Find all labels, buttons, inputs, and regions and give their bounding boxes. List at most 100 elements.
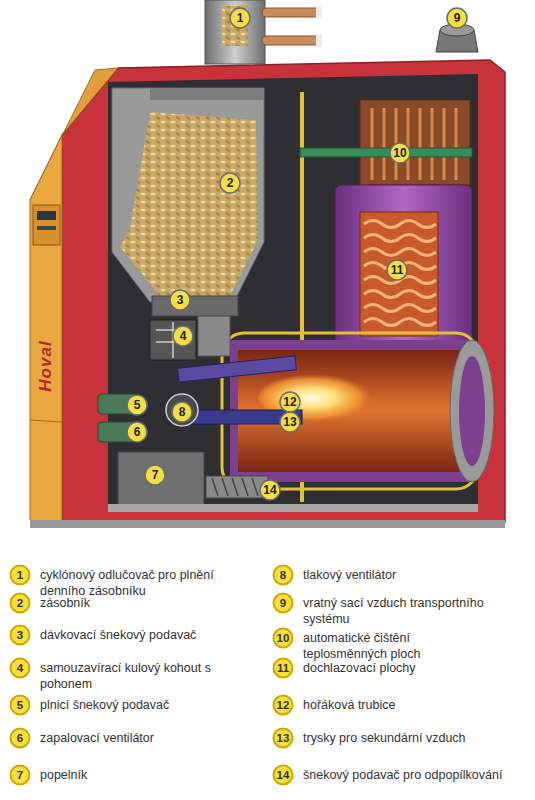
hopper-wall <box>112 88 264 302</box>
callout-circle <box>127 395 147 415</box>
callout-number: 4 <box>9 657 31 679</box>
legend-entry: 10 automatické čištění teplosměnných ploc… <box>272 627 453 662</box>
callout-circle <box>280 412 300 432</box>
chamber-end-inner <box>459 356 485 466</box>
brand-label: Hoval <box>36 326 56 406</box>
callout-circle <box>172 402 192 422</box>
callout-number: 7 <box>9 764 31 786</box>
legend-entry: 1 cyklónový odlučovač pro plnění denního … <box>9 564 235 599</box>
legend-entry: 8tlakový ventilátor <box>272 564 518 586</box>
callout-node: 12 <box>279 391 301 413</box>
base-plate <box>30 520 505 528</box>
callout-node: 1 <box>229 7 251 29</box>
callout-number: 3 <box>169 289 191 311</box>
callout-node: 6 <box>126 421 148 443</box>
callout-number: 11 <box>386 259 408 281</box>
callout-node: 5 <box>126 394 148 416</box>
callout-node: 10 <box>389 142 411 164</box>
legend-entry: 13 trysky pro sekundární vzduch <box>272 727 518 749</box>
callout-number: 9 <box>446 7 468 29</box>
inner-base <box>108 504 478 512</box>
callout-number: 7 <box>144 464 166 486</box>
legend-text: cyklónový odlučovač pro plnění denního z… <box>40 564 235 599</box>
legend-entry: 12 hořáková trubice <box>272 694 518 716</box>
callout-number: 5 <box>126 394 148 416</box>
callout-node: 8 <box>171 401 193 423</box>
legend-text: automatické čištění teplosměnných ploch <box>303 627 453 662</box>
callout-node: 13 <box>279 411 301 433</box>
callout-number: 10 <box>389 142 411 164</box>
ball-valve <box>150 320 196 360</box>
callout-number: 5 <box>9 694 31 716</box>
callout-node: 14 <box>259 479 281 501</box>
callout-number: 2 <box>219 172 241 194</box>
transport-pipe <box>262 36 320 45</box>
callout-number: 6 <box>126 421 148 443</box>
callout-number: 13 <box>279 411 301 433</box>
callout-circle <box>280 392 300 412</box>
callout-number: 13 <box>272 727 294 749</box>
ash-screw <box>206 476 268 498</box>
callout-circle <box>230 8 250 28</box>
dosing-screw <box>152 296 238 316</box>
hopper-lid <box>150 88 264 100</box>
callout-circle <box>390 143 410 163</box>
callout-node: 4 <box>172 325 194 347</box>
legend-entry: 4samouzavírací kulový kohout s pohonem <box>9 657 222 692</box>
callout-node: 2 <box>219 172 241 194</box>
callout-number: 2 <box>9 592 31 614</box>
exchanger-top <box>360 100 470 185</box>
callout-circle <box>145 465 165 485</box>
legend-text: zapalovací ventilátor <box>40 727 235 746</box>
legend-text: hořáková trubice <box>303 694 518 713</box>
callout-number: 1 <box>229 7 251 29</box>
legend-text: zásobník <box>40 592 235 611</box>
legend-entry: 3 dávkovací šnekový podavač <box>9 624 235 646</box>
legend-entry: 6 zapalovací ventilátor <box>9 727 235 749</box>
legend-text: popelník <box>40 764 235 783</box>
control-panel <box>33 205 60 245</box>
callout-number: 12 <box>272 694 294 716</box>
transport-pipe <box>262 8 320 17</box>
callout-node: 9 <box>446 7 468 29</box>
callout-number: 12 <box>279 391 301 413</box>
casing-front <box>30 135 62 526</box>
legend-entry: 11 dochlazovací plochy <box>272 657 518 679</box>
callout-number: 1 <box>9 564 31 586</box>
legend-entry: 14šnekový podavač pro odpopílkování <box>272 764 518 786</box>
pressure-fan <box>166 394 198 426</box>
legend-text: plnicí šnekový podavač <box>40 694 235 713</box>
callout-node: 11 <box>386 259 408 281</box>
cleaning-rod <box>300 148 472 157</box>
callout-circle <box>127 422 147 442</box>
control-keys <box>37 226 56 230</box>
callout-circle <box>220 173 240 193</box>
callout-circle <box>170 290 190 310</box>
cyclone-separator <box>205 0 265 64</box>
callout-number: 8 <box>171 401 193 423</box>
legend-text: dávkovací šnekový podavač <box>40 624 235 643</box>
control-display <box>37 211 56 220</box>
callout-node: 3 <box>169 289 191 311</box>
legend-entry: 2 zásobník <box>9 592 235 614</box>
exchanger-core <box>360 212 438 336</box>
ash-box <box>118 452 204 510</box>
callout-circle <box>387 260 407 280</box>
callout-number: 3 <box>9 624 31 646</box>
legend-text: trysky pro sekundární vzduch <box>303 727 518 746</box>
callout-circle <box>447 8 467 28</box>
legend-text: šnekový podavač pro odpopílkování <box>303 764 518 783</box>
legend-text: dochlazovací plochy <box>303 657 518 676</box>
callout-node: 7 <box>144 464 166 486</box>
callout-number: 11 <box>272 657 294 679</box>
callout-number: 6 <box>9 727 31 749</box>
cutaway-interior <box>108 74 478 512</box>
burner-tube <box>178 356 297 382</box>
casing-body <box>62 60 505 526</box>
callout-number: 14 <box>259 479 281 501</box>
exchanger-tubes <box>372 108 456 180</box>
legend-entry: 7 popelník <box>9 764 235 786</box>
panel-seam <box>30 420 62 422</box>
callout-number: 10 <box>272 627 294 649</box>
